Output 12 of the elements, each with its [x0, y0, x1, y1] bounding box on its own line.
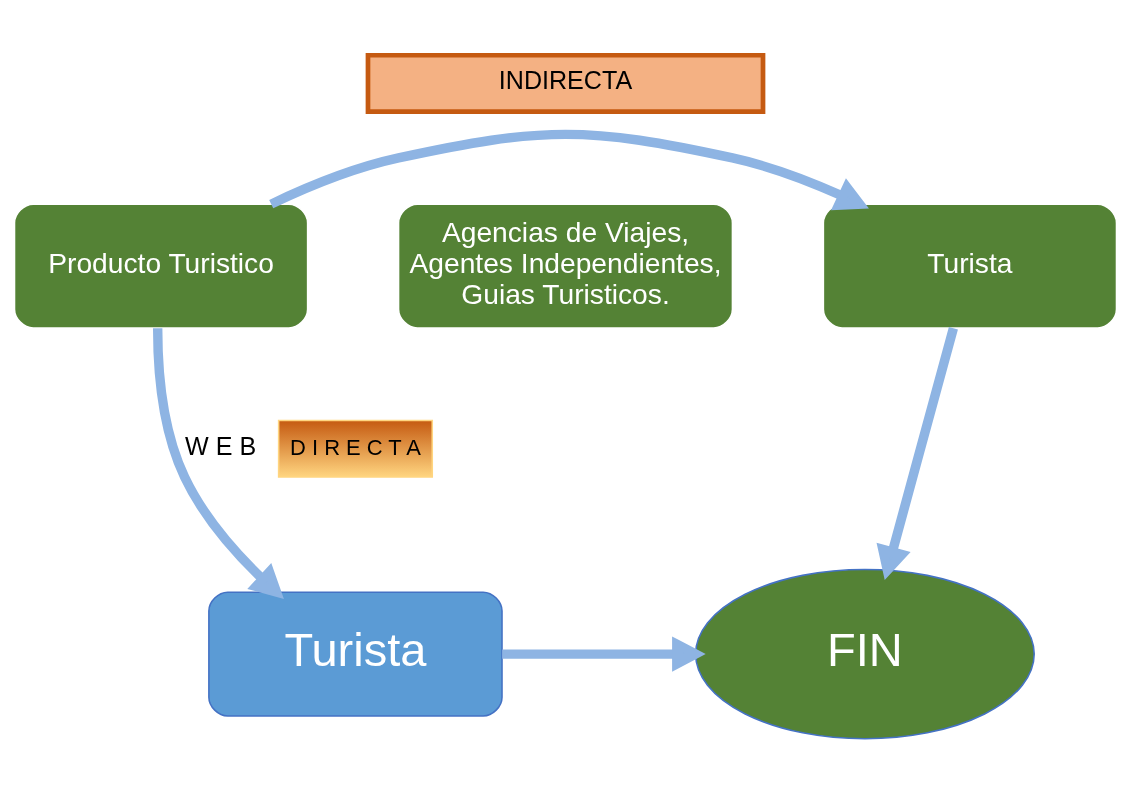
arrow — [153, 327, 284, 599]
node-box: Turista — [208, 590, 503, 717]
node-box: INDIRECTA — [365, 52, 766, 114]
node-box: D I R E C T A — [277, 419, 434, 478]
node-box: Producto Turistico — [13, 202, 309, 329]
arrow — [876, 326, 958, 580]
node-ellipse: FIN — [694, 568, 1035, 739]
node-box: Turista — [822, 202, 1118, 329]
edge-label: W E B — [185, 431, 257, 460]
node-box: Agencias de Viajes, Agentes Independientes, Guias Turisticos. — [397, 202, 734, 329]
arrow — [502, 635, 706, 672]
arrow — [269, 129, 869, 210]
